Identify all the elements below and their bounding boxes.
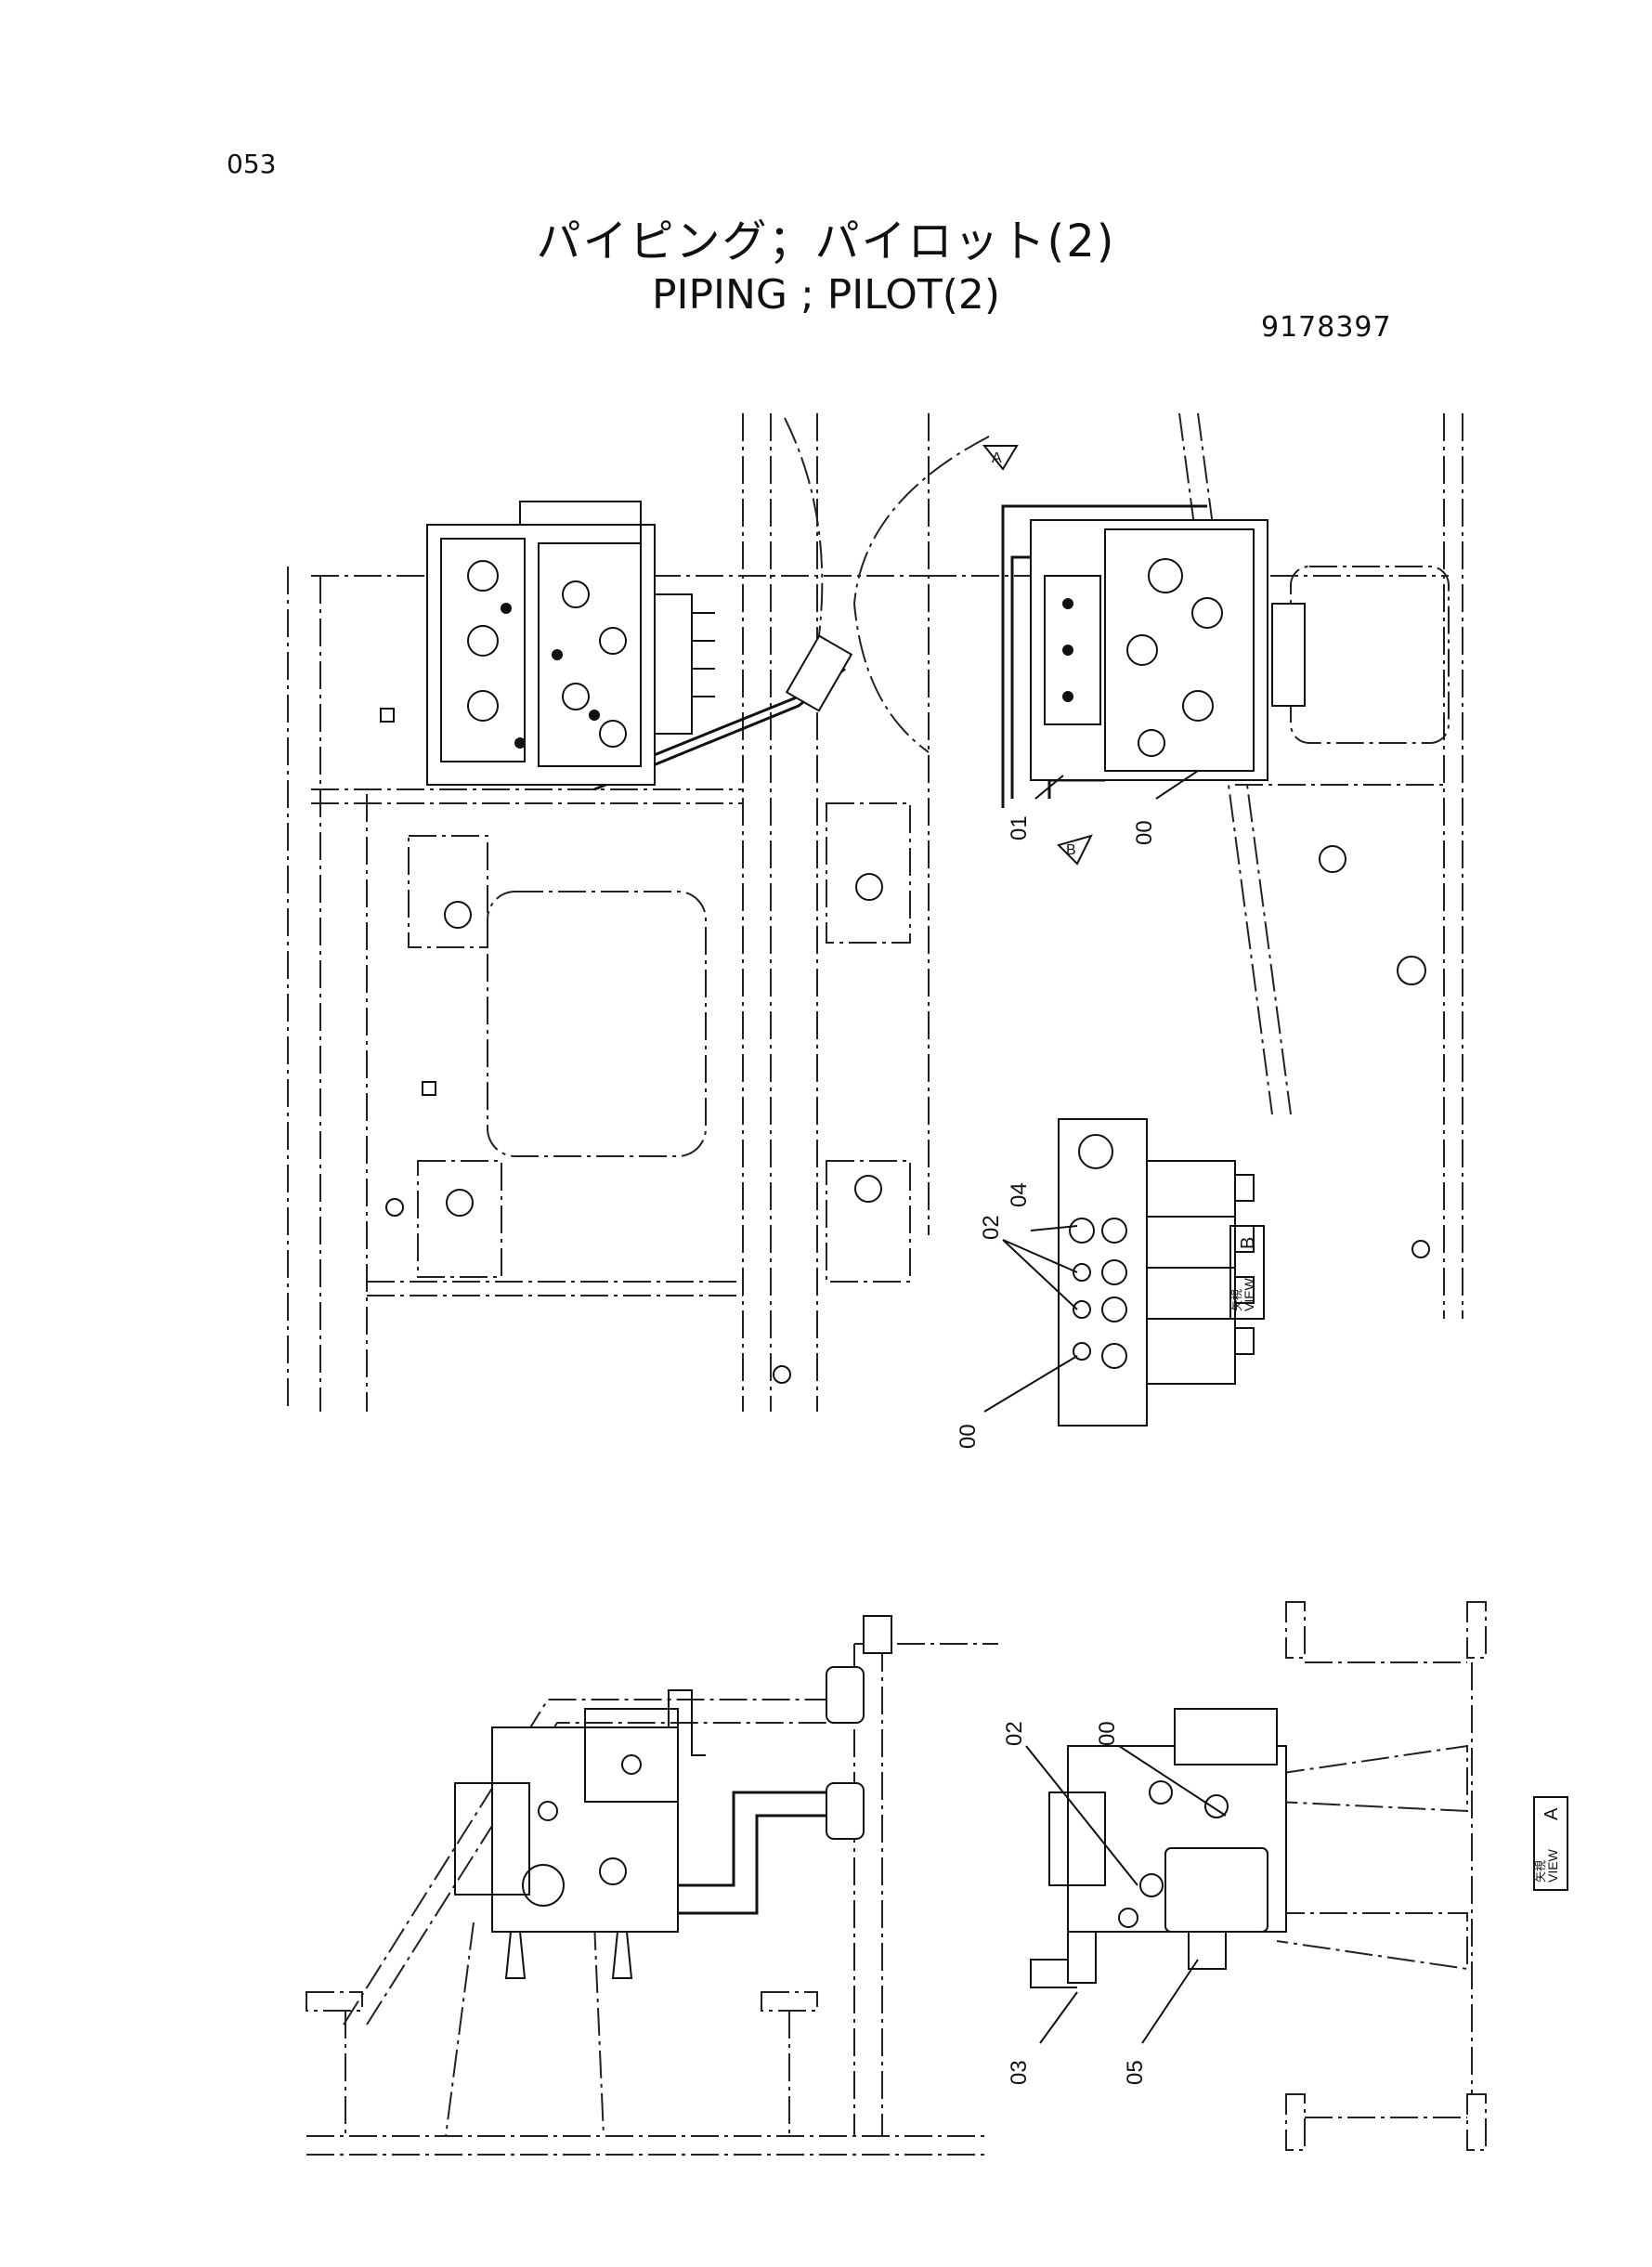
view-b-tag-en: VIEW [1242,1277,1256,1311]
page-number: 053 [227,149,277,179]
view-arrow-a-label: A [992,450,1002,466]
page-title-jp: パイピング；パイロット(2) [536,215,1116,267]
view-b-detail: 04 02 00 VIEW 矢視 B [956,1118,1265,1449]
callout-03-view-a: 03 [1007,2060,1032,2085]
callout-01-top: 01 [1007,815,1032,840]
control-valve-top [426,501,715,786]
view-a-tag-letter: A [1541,1807,1562,1820]
callout-02-view-a: 02 [1002,1721,1027,1746]
view-b-tag [1229,1225,1265,1320]
view-a-detail: 02 00 03 05 VIEW 矢視 A [1002,1601,1568,2151]
view-a-tag-en: VIEW [1545,1848,1560,1883]
bottom-left-view [306,1615,998,2156]
callout-04-view-b: 04 [1007,1182,1032,1207]
callout-00-top: 00 [1132,820,1157,845]
callout-00-view-a: 00 [1095,1721,1120,1746]
view-a-tag [1533,1796,1568,1891]
control-valve-top-right [1030,519,1306,781]
callout-00-view-b: 00 [956,1424,981,1449]
view-b-tag-letter: B [1238,1237,1258,1249]
drawing-number: 9178397 [1261,311,1392,344]
view-arrow-b-label: B [1066,842,1076,858]
page-title-en: PIPING ; PILOT(2) [651,271,1001,319]
view-b-tag-jp: 矢視 [1229,1289,1243,1311]
callout-02-view-b: 02 [979,1215,1004,1240]
main-frame-view [287,413,990,1412]
view-a-tag-jp: 矢視 [1533,1860,1547,1883]
callout-05-view-a: 05 [1123,2060,1148,2085]
view-arrow-a [982,445,1019,471]
pump-valve-bottom-left [454,1689,706,1979]
top-right-view: A B 01 00 [929,412,1463,1319]
pump-valve-view-a [1030,1708,1287,1988]
view-arrow-b [1057,834,1093,866]
